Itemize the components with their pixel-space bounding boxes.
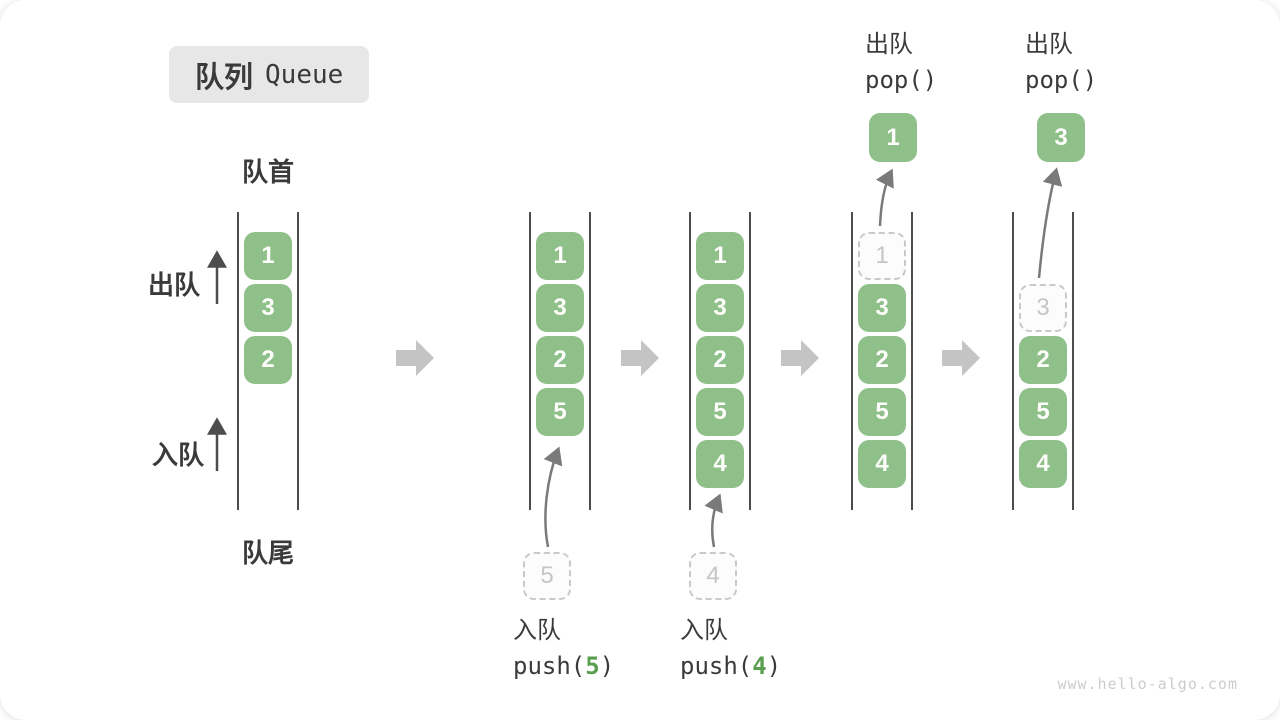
queue-cell-ghost: 1 [858,232,906,280]
title-en: Queue [265,59,344,90]
channel-rail [689,212,691,510]
channel-rail [1072,212,1074,510]
enqueue-side-label: 入队 [151,440,204,470]
push-4-label: 入队 [680,617,728,644]
queue-cell-solid: 2 [696,336,744,384]
queue-cell-solid: 3 [696,284,744,332]
queue-cell-solid: 4 [858,440,906,488]
channel-rail [851,212,853,510]
queue-cell-solid: 1 [244,232,292,280]
transition-arrow-icon [781,340,819,376]
queue-cell-solid: 4 [1019,440,1067,488]
queue-cell-solid: 3 [244,284,292,332]
popped-value-1: 1 [869,113,917,162]
pop-3-code: pop() [1025,66,1098,94]
queue-cell-ghost: 3 [1019,284,1067,332]
queue-cell-solid: 2 [244,336,292,384]
pop-1-annotation: 出队 pop() [865,27,937,99]
channel-rail [589,212,591,510]
push-4-code: push(4) [680,652,782,680]
title-badge: 队列 Queue [169,46,370,103]
queue-cell-solid: 2 [536,336,584,384]
push-5-code: push(5) [513,652,615,680]
channel-rail [749,212,751,510]
channel-rail [297,212,299,510]
channel-rail [911,212,913,510]
watermark: www.hello-algo.com [1057,675,1238,693]
push-4-arg: 4 [752,652,767,680]
queue-front-label: 队首 [241,157,294,187]
push-5-annotation: 入队 push(5) [513,613,614,685]
push-5-label: 入队 [513,617,561,644]
queue-cell-solid: 3 [536,284,584,332]
channel-rail [237,212,239,510]
title-cn: 队列 [195,61,254,94]
queue-cell-solid: 2 [1019,336,1067,384]
queue-cell-solid: 5 [696,388,744,436]
dequeue-side-label: 出队 [147,270,200,300]
transition-arrow-icon [396,340,434,376]
queue-cell-solid: 1 [536,232,584,280]
queue-cell-solid: 2 [858,336,906,384]
pop-1-code: pop() [865,66,938,94]
transition-arrow-icon [621,340,659,376]
popped-value-3: 3 [1037,113,1085,162]
queue-cell-solid: 5 [536,388,584,436]
queue-cell-solid: 1 [696,232,744,280]
push-5-arg: 5 [585,652,600,680]
transition-arrow-icon [942,340,980,376]
channel-rail [529,212,531,510]
queue-rear-label: 队尾 [241,538,294,568]
pop-1-label: 出队 [865,31,913,58]
queue-cell-solid: 5 [1019,388,1067,436]
incoming-value-5: 5 [523,552,571,600]
queue-cell-solid: 3 [858,284,906,332]
push-4-annotation: 入队 push(4) [680,613,781,685]
queue-cell-solid: 4 [696,440,744,488]
pop-3-annotation: 出队 pop() [1025,27,1097,99]
queue-cell-solid: 5 [858,388,906,436]
pop-3-label: 出队 [1025,31,1073,58]
incoming-value-4: 4 [689,552,737,600]
channel-rail [1012,212,1014,510]
